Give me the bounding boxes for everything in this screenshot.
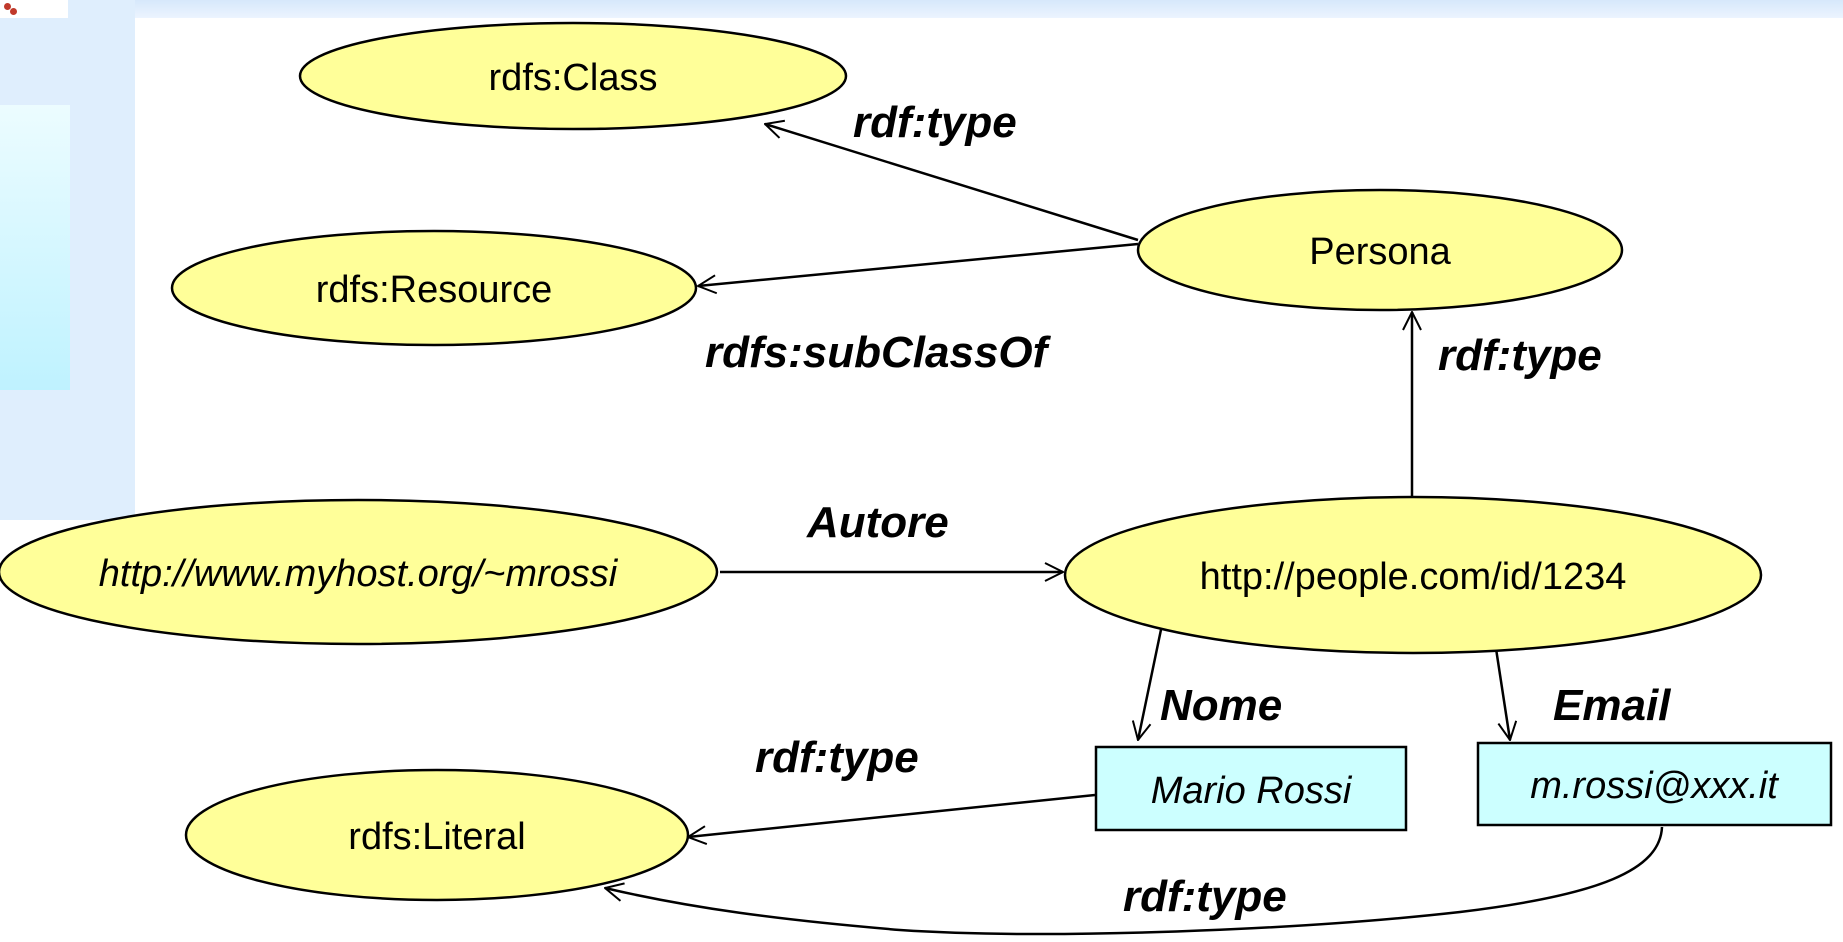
edge-label-email-literal-type: rdf:type bbox=[1123, 872, 1287, 921]
edge-label-name-literal-type: rdf:type bbox=[755, 733, 919, 782]
node-rdfs-literal bbox=[184, 768, 690, 902]
edge-persona-subclass bbox=[698, 242, 1139, 286]
edge-label-autore: Autore bbox=[806, 498, 949, 547]
node-persona-label: Persona bbox=[1309, 231, 1451, 273]
edge-label-email: Email bbox=[1553, 681, 1671, 730]
node-persona bbox=[1136, 188, 1624, 312]
edge-nome bbox=[1138, 619, 1165, 740]
logo-dot bbox=[4, 3, 11, 10]
edge-label-persona-subclass: rdfs:subClassOf bbox=[705, 328, 1052, 377]
logo-corner bbox=[0, 0, 68, 18]
edge-label-persona-type: rdf:type bbox=[853, 98, 1017, 147]
edge-email bbox=[1493, 641, 1510, 740]
slide-side-panel bbox=[0, 0, 135, 520]
node-rdfs-literal-label: rdfs:Literal bbox=[348, 816, 525, 858]
top-band bbox=[0, 0, 1843, 18]
logo-dot bbox=[10, 8, 17, 15]
edge-name-literal-type bbox=[688, 793, 1096, 837]
node-rdfs-resource bbox=[170, 229, 698, 347]
node-people bbox=[1063, 495, 1763, 655]
node-rdfs-class-label: rdfs:Class bbox=[489, 57, 658, 99]
node-mario-rossi bbox=[1094, 745, 1408, 832]
node-rdfs-resource-label: rdfs:Resource bbox=[316, 269, 553, 311]
edge-email-literal-type bbox=[605, 826, 1664, 936]
node-email-value-label: m.rossi@xxx.it bbox=[1530, 765, 1779, 807]
edge-persona-type bbox=[765, 124, 1139, 242]
node-rdfs-class bbox=[298, 21, 848, 131]
node-mario-rossi-label: Mario Rossi bbox=[1151, 770, 1353, 812]
node-email-value bbox=[1476, 741, 1833, 827]
node-myhost bbox=[0, 498, 719, 646]
edge-label-nome: Nome bbox=[1160, 681, 1282, 730]
edge-label-people-type: rdf:type bbox=[1438, 331, 1602, 380]
slide-side-panel-inner bbox=[0, 105, 70, 390]
node-people-label: http://people.com/id/1234 bbox=[1200, 556, 1627, 598]
node-myhost-label: http://www.myhost.org/~mrossi bbox=[99, 553, 619, 595]
